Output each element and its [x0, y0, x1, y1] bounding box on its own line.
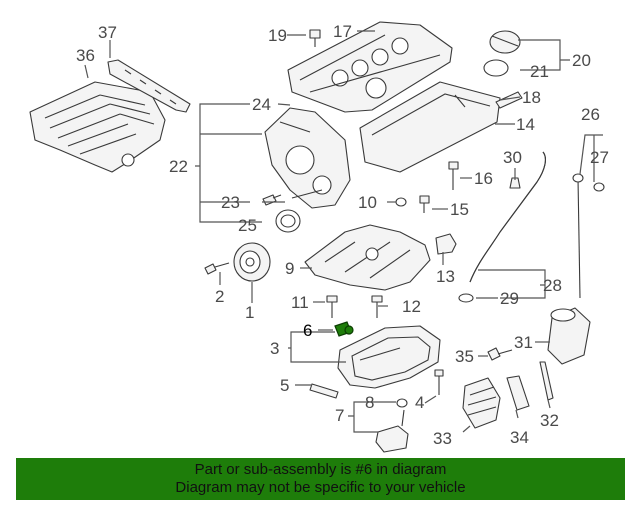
oring-29-drawing — [458, 293, 474, 303]
part-30-drawing — [509, 177, 521, 189]
dipstick-tube-drawing — [469, 151, 546, 283]
oring-27-drawing — [593, 182, 605, 192]
callout-23[interactable]: 23 — [221, 193, 240, 212]
cap-seal-drawing — [483, 59, 509, 77]
callout-16[interactable]: 16 — [474, 169, 493, 188]
valve-cover-drawing — [287, 21, 453, 113]
bolt-35-drawing — [487, 347, 513, 361]
callout-3[interactable]: 3 — [270, 339, 279, 358]
dipstick-drawing — [572, 173, 584, 299]
timing-cover-drawing — [264, 107, 351, 209]
bolt-16-drawing — [448, 161, 459, 190]
bolt-4-drawing — [434, 369, 444, 395]
callout-1[interactable]: 1 — [245, 303, 254, 322]
bolt-12-drawing — [371, 295, 383, 318]
leader-lines — [84, 30, 603, 433]
callout-36[interactable]: 36 — [76, 46, 95, 65]
bolt-11-drawing — [326, 295, 338, 318]
callout-26[interactable]: 26 — [581, 105, 600, 124]
callout-21[interactable]: 21 — [530, 62, 549, 81]
callout-13[interactable]: 13 — [436, 267, 455, 286]
callout-7[interactable]: 7 — [335, 406, 344, 425]
callout-12[interactable]: 12 — [402, 297, 421, 316]
callout-32[interactable]: 32 — [540, 411, 559, 430]
callout-10[interactable]: 10 — [358, 193, 377, 212]
washer-10-drawing — [395, 197, 407, 207]
callout-17[interactable]: 17 — [333, 22, 352, 41]
callout-34[interactable]: 34 — [510, 428, 529, 447]
bracket-34-drawing — [506, 375, 530, 411]
callout-28[interactable]: 28 — [543, 276, 562, 295]
bolt-19-drawing — [309, 29, 321, 47]
bolt-15-drawing — [419, 195, 430, 213]
callout-30[interactable]: 30 — [503, 148, 522, 167]
engine-cover-drawing — [359, 81, 501, 173]
part-32-drawing — [539, 361, 554, 401]
callout-15[interactable]: 15 — [450, 200, 469, 219]
part-13-drawing — [435, 233, 457, 255]
callout-33[interactable]: 33 — [433, 429, 452, 448]
callout-19[interactable]: 19 — [268, 26, 287, 45]
callout-37[interactable]: 37 — [98, 23, 117, 42]
drain-plug-highlighted — [334, 321, 354, 337]
upper-oil-pan-drawing — [304, 224, 431, 291]
callout-29[interactable]: 29 — [500, 289, 519, 308]
callout-2[interactable]: 2 — [215, 287, 224, 306]
manifold-gasket-drawing — [107, 59, 191, 113]
callout-20[interactable]: 20 — [572, 51, 591, 70]
callout-14[interactable]: 14 — [516, 115, 535, 134]
callout-27[interactable]: 27 — [590, 148, 609, 167]
ring-8-drawing — [396, 398, 408, 408]
banner-line-part-number: Part or sub-assembly is #6 in diagram — [194, 461, 447, 478]
banner-line-disclaimer: Diagram may not be specific to your vehi… — [175, 479, 466, 496]
part-18-drawing — [495, 91, 523, 109]
oil-filter-drawing — [547, 307, 591, 365]
callout-35[interactable]: 35 — [455, 347, 474, 366]
callout-22[interactable]: 22 — [169, 157, 188, 176]
callout-4[interactable]: 4 — [415, 393, 424, 412]
callout-8[interactable]: 8 — [365, 393, 374, 412]
bolt-23-drawing — [262, 194, 282, 206]
oil-cooler-drawing — [462, 377, 501, 429]
callout-labels: 1 2 3 4 5 6 7 8 9 10 11 12 13 14 15 16 1… — [76, 22, 609, 448]
callout-31[interactable]: 31 — [514, 333, 533, 352]
fitment-notice-banner: Part or sub-assembly is #6 in diagram Di… — [16, 458, 625, 500]
callout-11[interactable]: 11 — [291, 293, 309, 312]
callout-9[interactable]: 9 — [285, 259, 294, 278]
callout-25[interactable]: 25 — [238, 216, 257, 235]
oil-cap-drawing — [489, 30, 521, 54]
callout-18[interactable]: 18 — [522, 88, 541, 107]
callout-6-highlighted[interactable]: 6 — [303, 321, 312, 340]
part-7-drawing — [375, 425, 409, 453]
bolt-2-drawing — [204, 262, 230, 275]
callout-5[interactable]: 5 — [280, 376, 289, 395]
intake-manifold-drawing — [29, 81, 166, 173]
part-5-drawing — [309, 383, 339, 399]
oil-pan-drawing — [337, 325, 441, 389]
pulley-drawing — [233, 242, 271, 282]
callout-24[interactable]: 24 — [252, 95, 271, 114]
